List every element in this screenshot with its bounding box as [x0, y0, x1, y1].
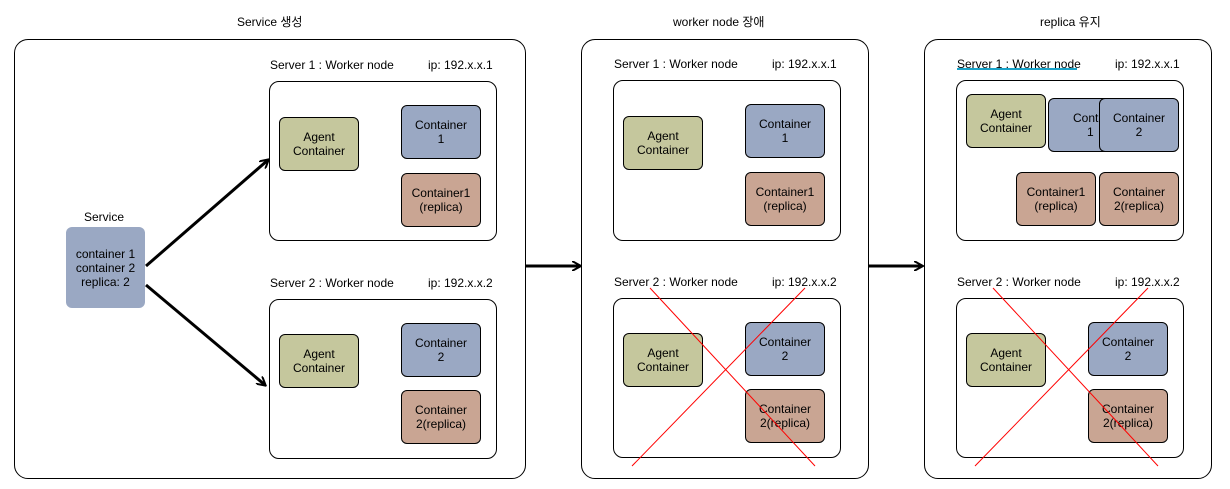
service-label: Service	[84, 210, 125, 224]
p2-failure-x-line-b	[649, 287, 816, 467]
p3-server2-name: Server 2 : Worker node	[957, 275, 1081, 289]
p1-server1-name: Server 1 : Worker node	[270, 58, 394, 72]
p1-server2-ip: ip: 192.x.x.2	[428, 276, 493, 290]
p3-s1-container1-replica: Container1 (replica)	[1016, 172, 1096, 226]
p3-server1-name: Server 1 : Worker node	[957, 57, 1081, 71]
p1-s2-container-2: Container 2	[401, 323, 481, 377]
p2-failure-x-line-a	[631, 287, 806, 467]
p1-server1-ip: ip: 192.x.x.1	[428, 58, 493, 72]
panel-1-title: Service 생성	[237, 15, 303, 29]
p3-s2-agent-container: Agent Container	[966, 333, 1046, 387]
p1-s2-container2-replica: Container 2(replica)	[401, 390, 481, 444]
p2-s1-container-1: Container 1	[745, 104, 825, 158]
p1-s1-container1-replica: Container1 (replica)	[401, 173, 481, 227]
p2-server1-name: Server 1 : Worker node	[614, 57, 738, 71]
p1-server2-name: Server 2 : Worker node	[270, 276, 394, 290]
p3-server1-ip: ip: 192.x.x.1	[1115, 57, 1180, 71]
p2-s1-container1-replica: Container1 (replica)	[745, 172, 825, 226]
p3-server2-ip: ip: 192.x.x.2	[1115, 275, 1180, 289]
p2-s2-container-2: Container 2	[745, 322, 825, 376]
panel-2-title: worker node 장애	[673, 15, 765, 29]
p1-s1-container-1: Container 1	[401, 105, 481, 159]
p3-failure-x-line-a	[974, 287, 1149, 467]
p3-s1-container2-replica: Container 2(replica)	[1099, 172, 1179, 226]
p2-server2-ip: ip: 192.x.x.2	[772, 275, 837, 289]
p3-s2-container-2: Container 2	[1088, 322, 1168, 376]
p3-failure-x-line-b	[992, 287, 1159, 467]
p3-s1-agent-container: Agent Container	[966, 94, 1046, 148]
p1-s1-agent-container: Agent Container	[279, 117, 359, 171]
p3-s1-container-2: Container 2	[1099, 98, 1179, 152]
arrow-to-server1	[145, 160, 268, 268]
p2-s1-agent-container: Agent Container	[623, 116, 703, 170]
panel-3-title: replica 유지	[1040, 15, 1101, 29]
p2-server2-name: Server 2 : Worker node	[614, 275, 738, 289]
arrow-to-server2	[145, 283, 265, 385]
p2-server1-ip: ip: 192.x.x.1	[772, 57, 837, 71]
p1-s2-agent-container: Agent Container	[279, 334, 359, 388]
service-box: container 1 container 2 replica: 2	[66, 227, 145, 308]
p2-s2-container2-replica: Container 2(replica)	[745, 389, 825, 443]
p2-s2-agent-container: Agent Container	[623, 333, 703, 387]
